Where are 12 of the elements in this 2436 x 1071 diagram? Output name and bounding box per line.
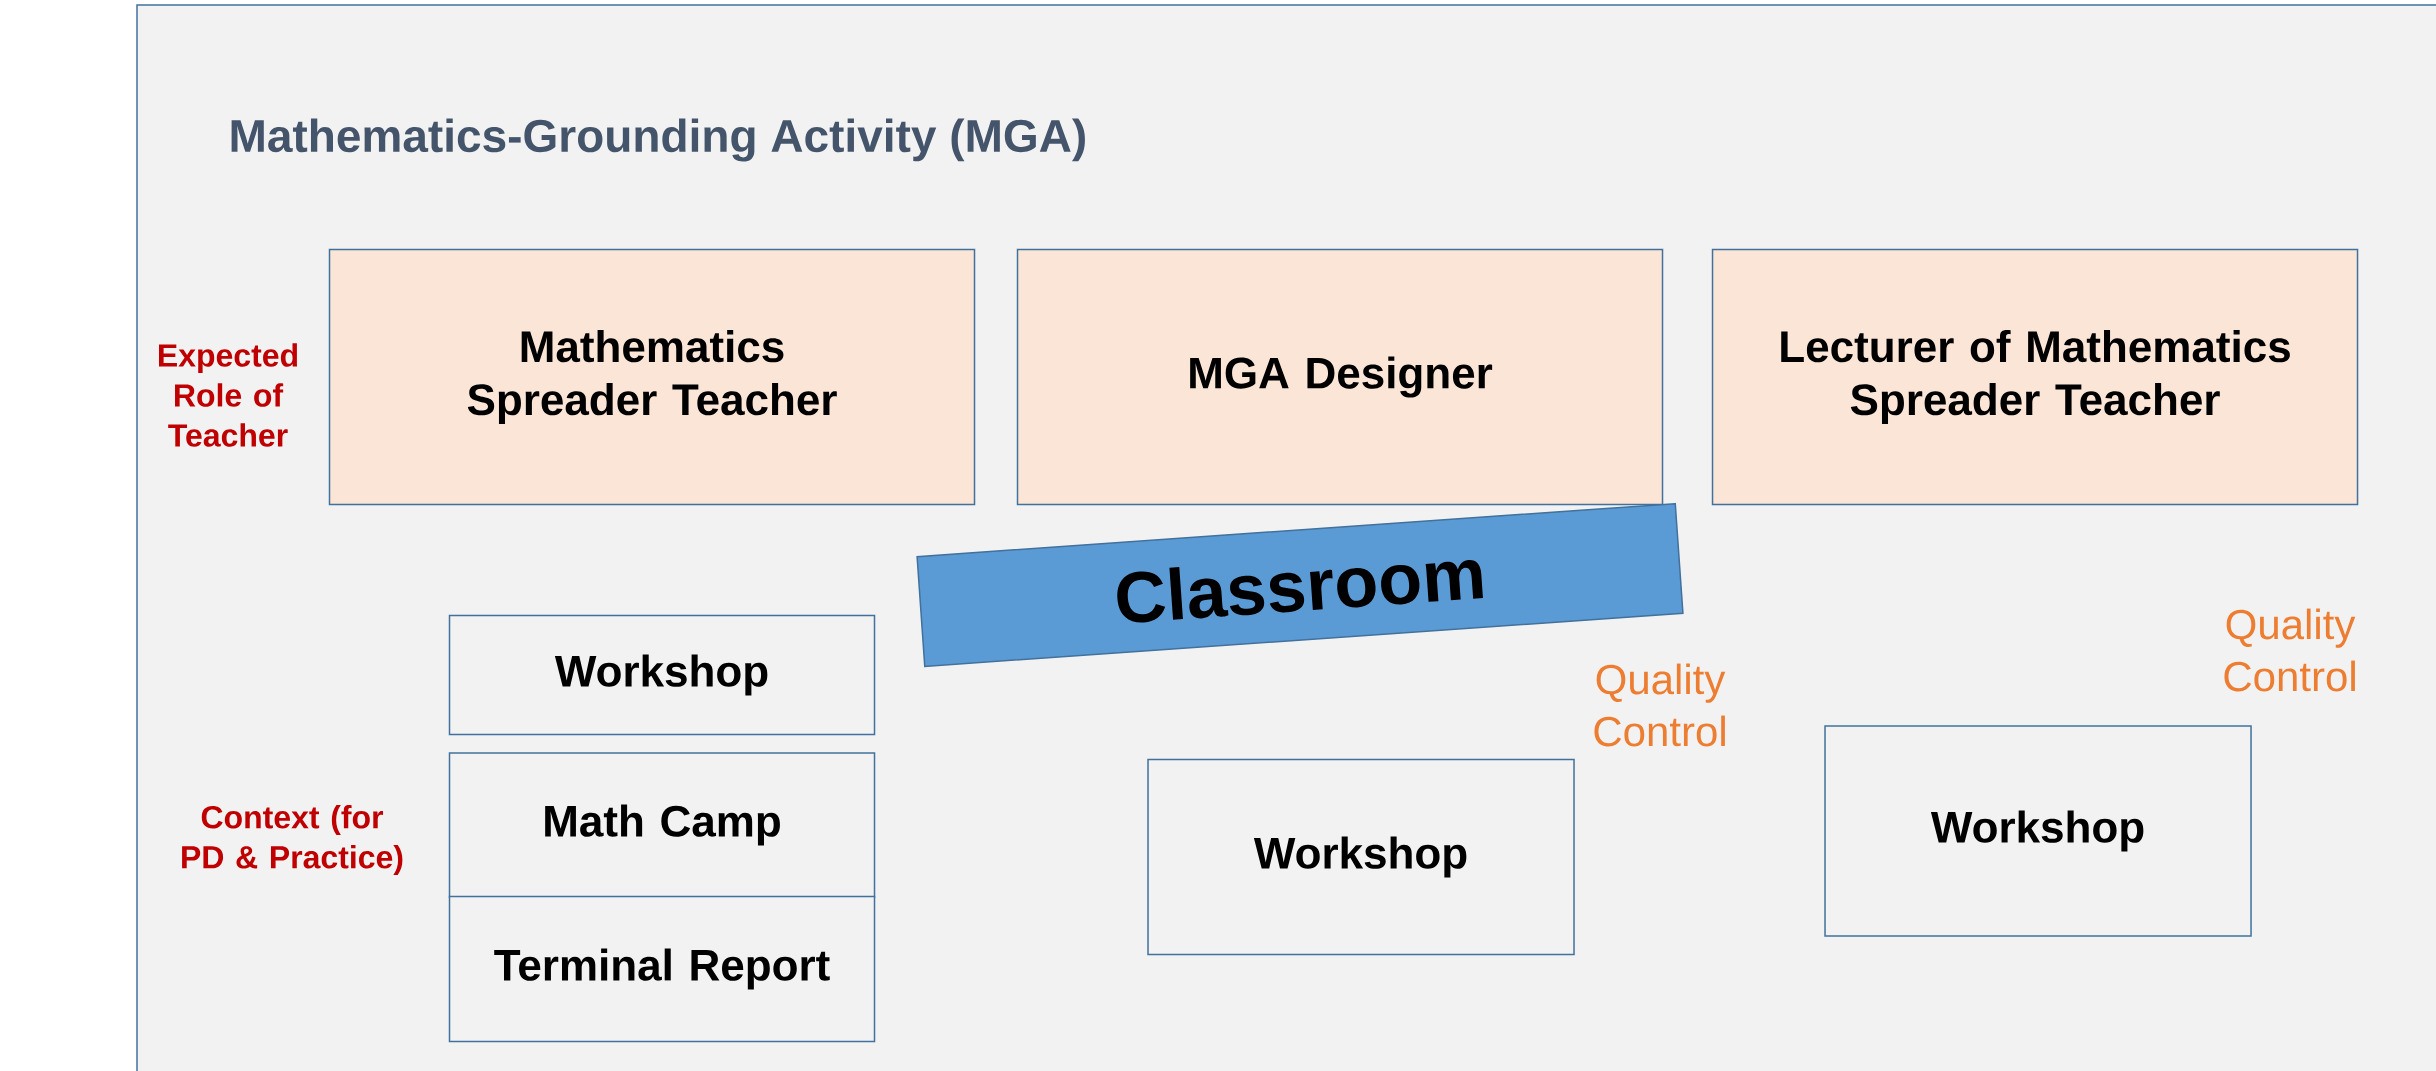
- side-label: Expected Role of Teacher: [159, 343, 297, 447]
- context-box: Workshop: [1824, 725, 2252, 937]
- role-box: Mathematics Spreader Teacher: [328, 248, 976, 506]
- title: Mathematics-Grounding Activity (MGA): [231, 118, 1085, 162]
- quality-control-label: Quality Control: [2224, 608, 2356, 692]
- side-label: Context (for PD & Practice): [182, 805, 403, 875]
- context-box: Math Camp: [448, 752, 876, 898]
- role-box: Lecturer of Mathematics Spreader Teacher: [1711, 248, 2359, 506]
- context-box: Workshop: [1147, 758, 1575, 956]
- role-box: MGA Designer: [1016, 248, 1664, 506]
- context-box: Workshop: [448, 614, 876, 736]
- context-box: Terminal Report: [448, 895, 876, 1043]
